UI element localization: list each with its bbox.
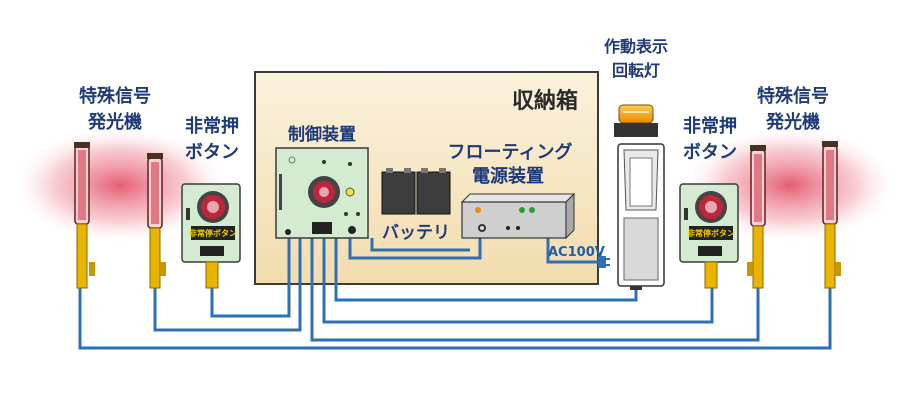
button-right-label-1: 非常押	[683, 115, 737, 137]
floating-power-label-2: 電源装置	[472, 165, 544, 187]
wire-signal-right-2	[310, 238, 760, 342]
emergency-button-right	[679, 183, 739, 289]
wire-battery	[370, 238, 470, 252]
beacon-stand	[617, 143, 665, 290]
wire-button-right	[322, 238, 714, 324]
rotating-beacon	[614, 104, 658, 137]
button-left-label-1: 非常押	[185, 115, 239, 137]
beacon-label-1: 作動表示	[604, 37, 668, 56]
beacon-label-2: 回転灯	[612, 61, 660, 80]
ac-label: AC100V	[548, 245, 605, 260]
signal-left-label-2: 発光機	[87, 111, 142, 133]
emergency-button-right-plate: 非常停ボタン	[687, 228, 735, 238]
signal-light-left-1	[74, 142, 95, 289]
floating-power-supply	[460, 192, 576, 240]
emergency-button-left	[181, 183, 241, 289]
button-right-label-2: ボタン	[683, 142, 737, 163]
wire-button-left	[210, 238, 291, 318]
signal-light-right-1	[747, 145, 766, 289]
wiring	[78, 238, 832, 350]
battery	[381, 168, 451, 215]
wire-beacon	[334, 238, 638, 302]
signal-right-label-2: 発光機	[765, 111, 820, 133]
battery-label: バッテリ	[382, 223, 450, 243]
wire-signal-left-2	[153, 238, 302, 332]
signal-light-right-2	[822, 141, 841, 289]
storage-box-label: 収納箱	[512, 88, 578, 114]
control-unit	[275, 147, 369, 239]
signal-light-left-2	[147, 153, 166, 289]
button-left-label-2: ボタン	[185, 142, 239, 163]
signal-left-label-1: 特殊信号	[79, 85, 151, 107]
wire-ac	[546, 238, 598, 264]
wire-signal-loop	[78, 288, 832, 350]
wire-control-floating	[348, 238, 482, 260]
control-unit-label: 制御装置	[288, 124, 356, 145]
signal-glow-left	[10, 125, 230, 245]
signal-right-label-1: 特殊信号	[757, 85, 829, 107]
ac-plug-icon	[598, 256, 610, 268]
floating-power-label-1: フローティング	[448, 141, 573, 163]
emergency-button-left-plate: 非常停ボタン	[189, 228, 237, 238]
